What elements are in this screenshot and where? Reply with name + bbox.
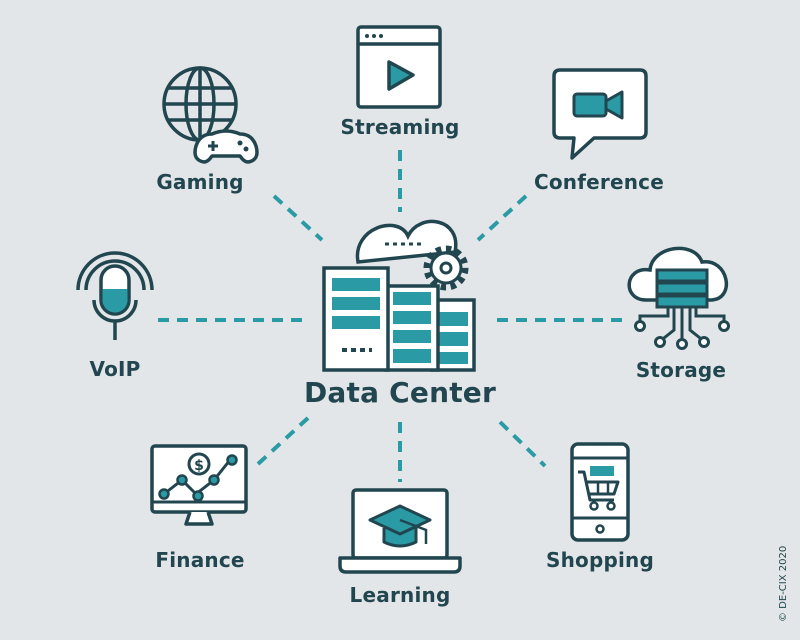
label-learning: Learning	[349, 583, 451, 607]
microphone-icon	[76, 251, 154, 340]
conference-icon	[552, 68, 648, 160]
connector-finance	[256, 416, 310, 466]
label-data-center: Data Center	[303, 376, 497, 409]
gaming-icon	[162, 66, 259, 164]
connectors	[158, 150, 628, 482]
video-camera-icon	[572, 90, 624, 120]
finance-icon: $	[150, 444, 248, 526]
svg-text:$: $	[194, 458, 204, 474]
graduation-cap-icon	[368, 504, 432, 548]
connector-shopping	[498, 420, 547, 468]
dollar-icon: $	[187, 452, 211, 476]
storage-icon	[627, 246, 730, 350]
connector-gaming	[272, 194, 324, 242]
streaming-icon	[356, 25, 442, 109]
play-icon	[387, 60, 415, 91]
connector-conference	[476, 194, 528, 242]
label-shopping: Shopping	[545, 548, 655, 572]
shopping-cart-icon	[578, 466, 620, 511]
label-storage: Storage	[635, 358, 727, 382]
shopping-icon	[570, 442, 630, 542]
label-voip: VoIP	[89, 357, 141, 381]
data-center-icon	[322, 219, 476, 372]
gamepad-icon	[193, 129, 259, 164]
label-gaming: Gaming	[156, 170, 244, 194]
line-chart-icon	[158, 454, 238, 502]
label-streaming: Streaming	[340, 115, 460, 139]
globe-icon	[162, 66, 238, 142]
copyright-notice: © DE-CIX 2020	[778, 545, 789, 622]
label-conference: Conference	[533, 170, 665, 194]
gear-icon	[423, 245, 469, 291]
learning-icon	[338, 488, 462, 574]
label-finance: Finance	[155, 548, 245, 572]
